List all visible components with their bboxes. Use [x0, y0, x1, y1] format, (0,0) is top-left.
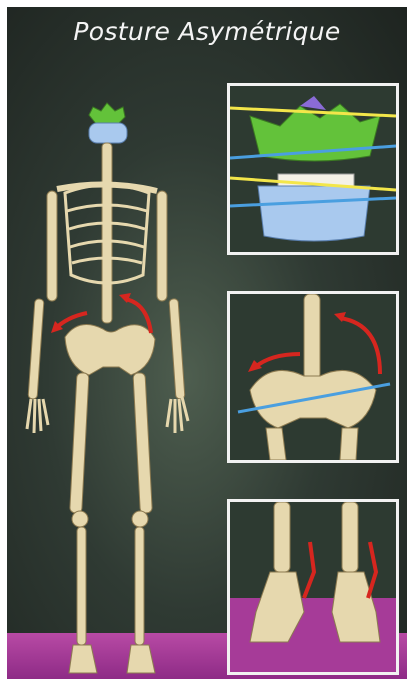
pelvis-closeup-inset: [227, 291, 399, 463]
figure-panel: Posture Asymétrique: [7, 7, 407, 679]
pelvis-closeup-illustration: [230, 294, 396, 460]
figure-title: Posture Asymétrique: [7, 17, 407, 46]
skull-closeup-illustration: [230, 86, 396, 252]
feet-closeup-illustration: [230, 502, 396, 672]
feet-closeup-inset: [227, 499, 399, 675]
skull-closeup-inset: [227, 83, 399, 255]
skeleton-illustration: [7, 67, 247, 679]
